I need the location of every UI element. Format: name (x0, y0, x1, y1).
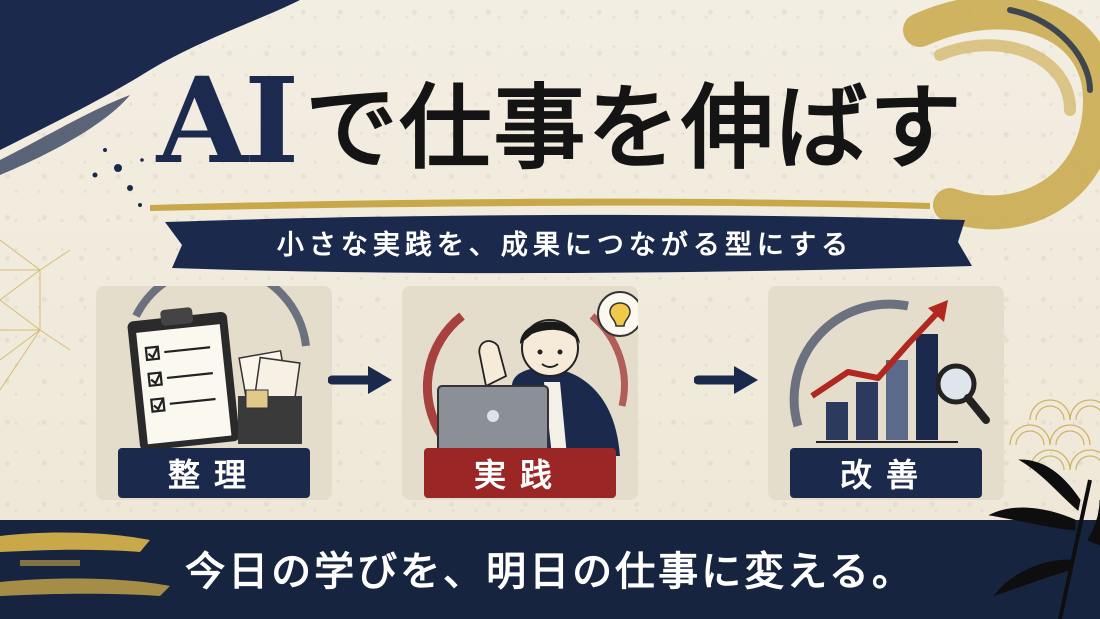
ink-splatter-left (92, 148, 144, 207)
step-label-organize: 整理 (118, 448, 310, 498)
bamboo-icon (988, 459, 1100, 619)
title-ai: AI (156, 50, 300, 190)
arrow-right-icon (328, 366, 392, 394)
title-main: で仕事を伸ばす (305, 73, 964, 182)
navy-brush-top-left (0, 0, 300, 175)
clipboard-checklist-icon (127, 286, 310, 451)
subtitle-brush-band (165, 214, 972, 274)
step-card-improve: 改善 (768, 286, 1004, 500)
step-card-practice: 実践 (402, 286, 638, 500)
asanoha-pattern (0, 239, 71, 391)
bar-chart-magnifier-icon (789, 299, 990, 443)
step-card-organize: 整理 (96, 286, 332, 500)
page-title: AI で仕事を伸ばす (100, 40, 1020, 200)
gold-brush-footer-left (0, 532, 170, 596)
footer-banner (0, 520, 1100, 619)
subtitle: 小さな実践を、成果につながる型にする (276, 229, 854, 261)
arrow-right-icon (694, 366, 758, 394)
person-laptop-icon (422, 291, 638, 456)
step-label-improve: 改善 (790, 448, 982, 498)
gold-underline (150, 198, 930, 211)
step-label-practice: 実践 (424, 448, 616, 498)
footer-message: 今日の学びを、明日の仕事に変える。 (185, 548, 915, 595)
